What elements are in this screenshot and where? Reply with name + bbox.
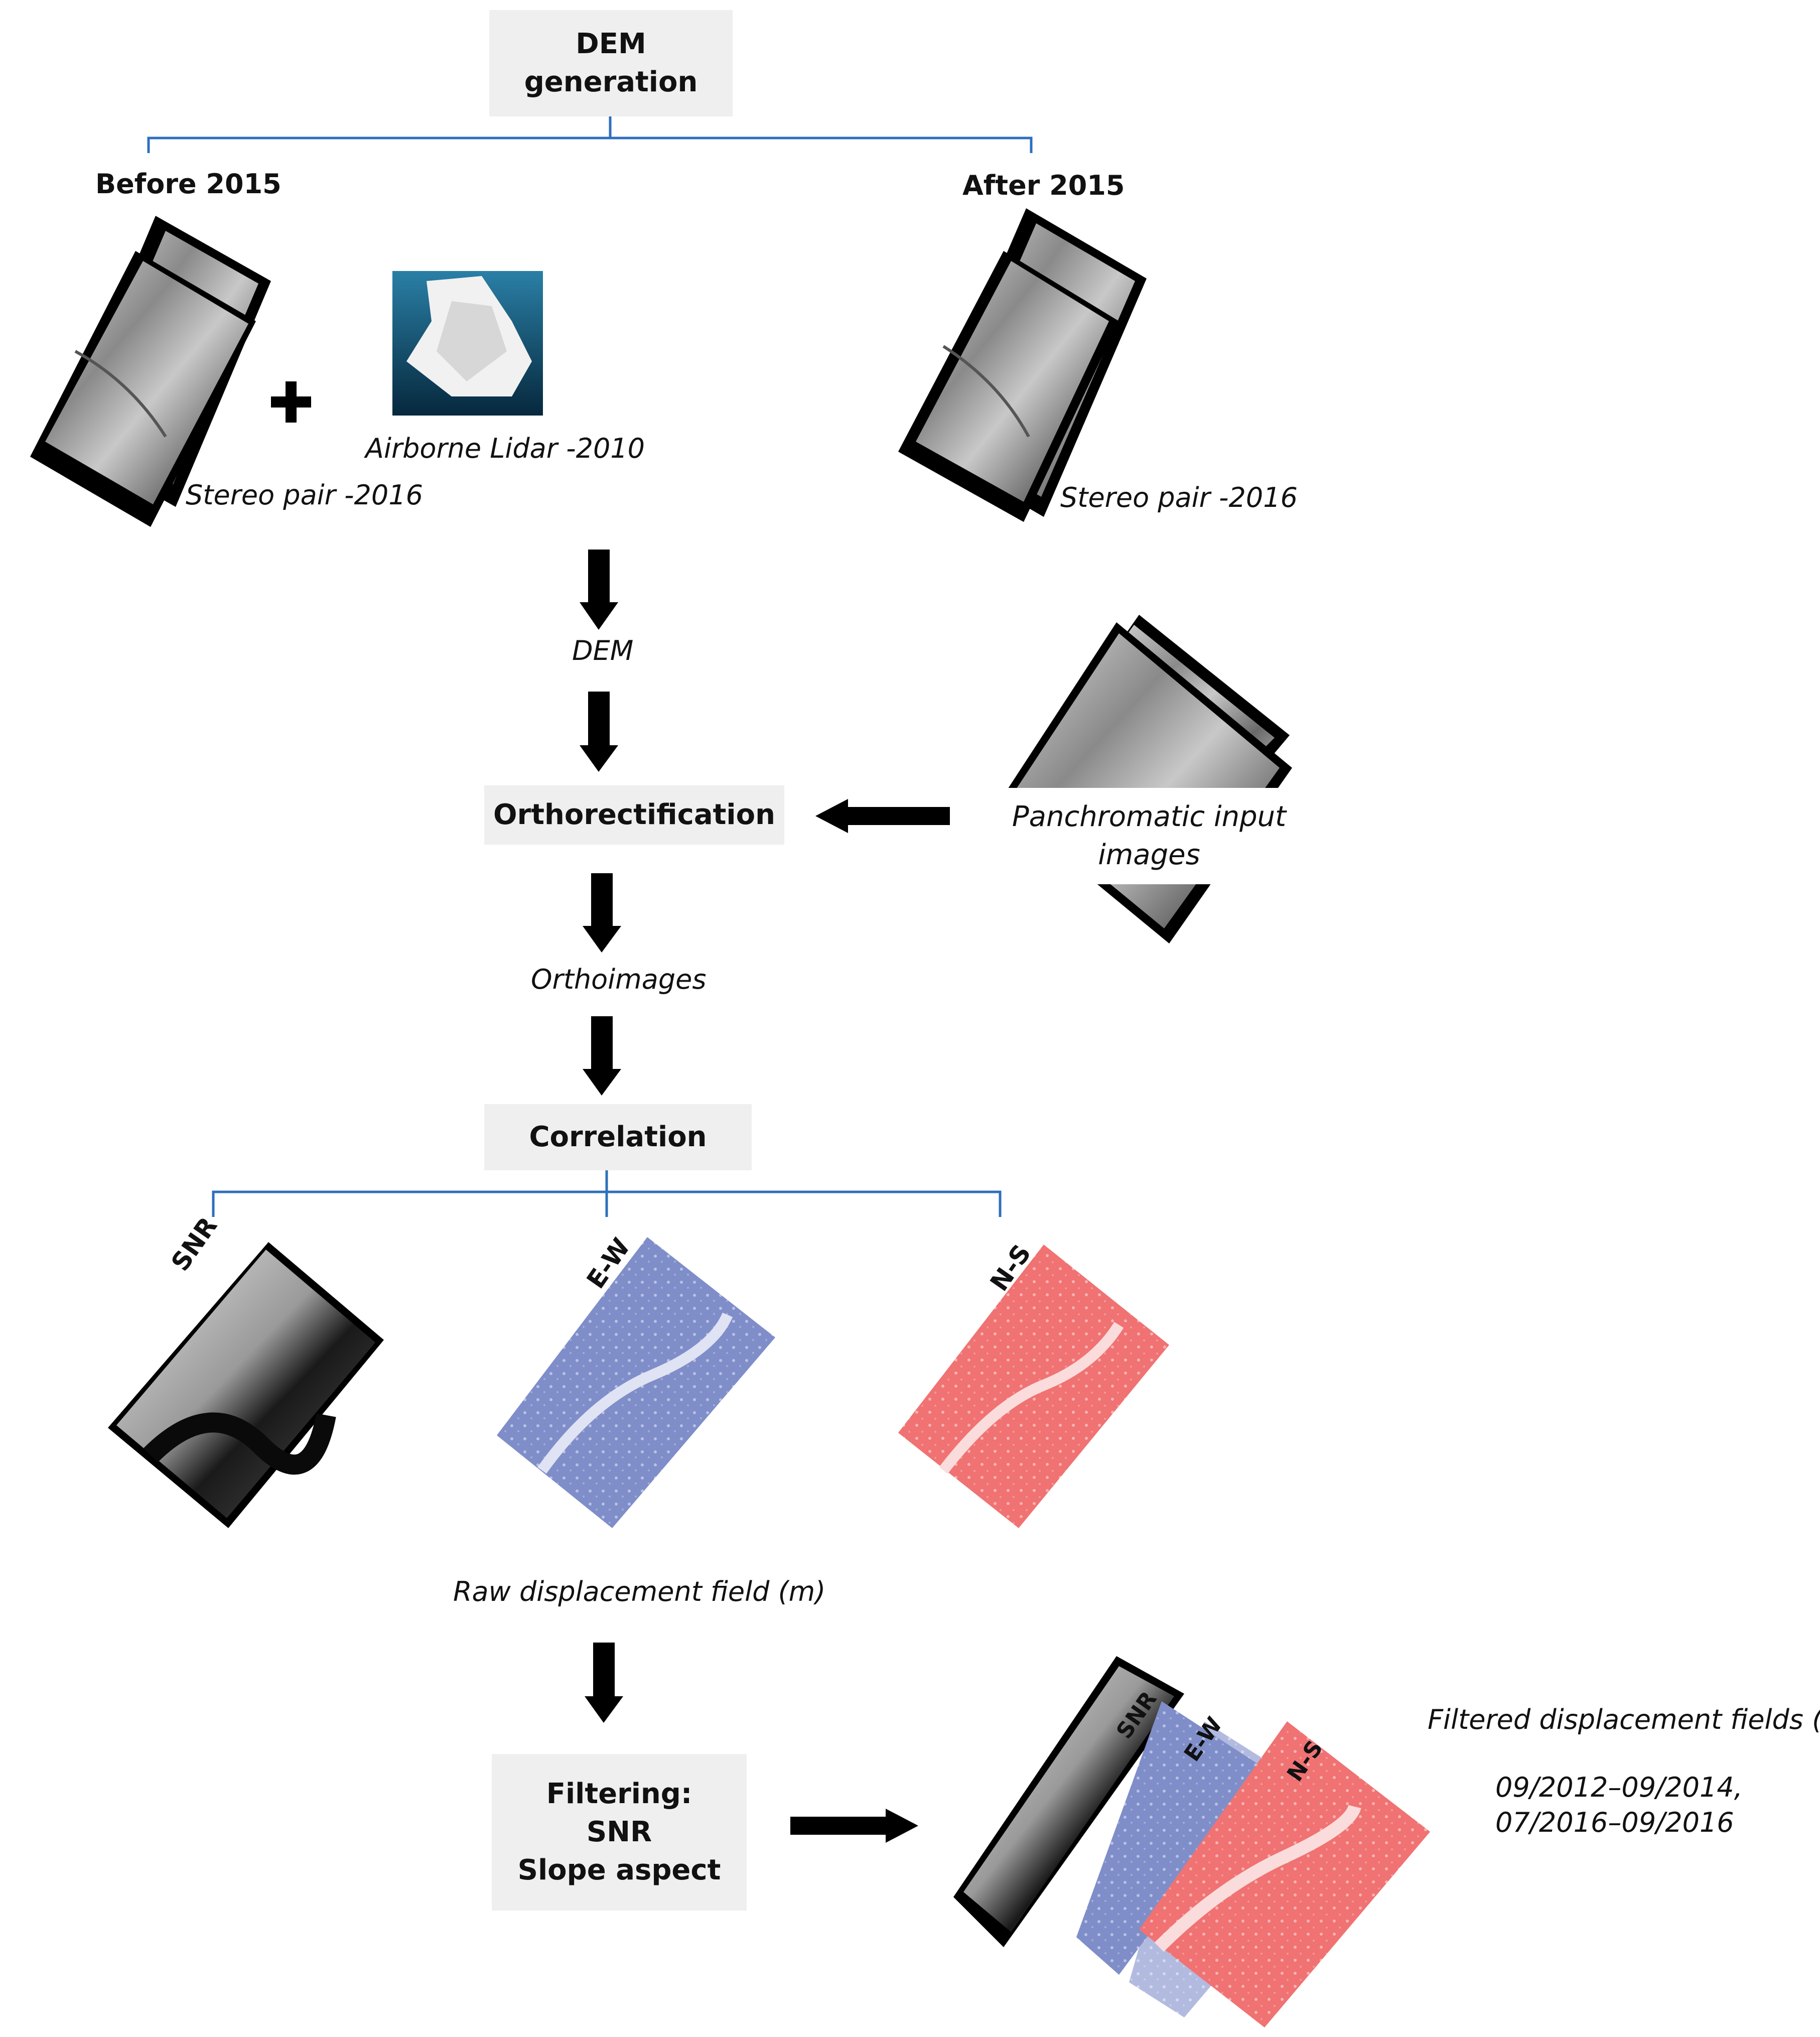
arrow-down-1 (580, 550, 618, 630)
raw-displacement-label: Raw displacement field (m) (453, 1576, 826, 1607)
plus-icon (271, 381, 311, 423)
filtering-line-2: SNR (586, 1816, 652, 1848)
stereo-pair-before-label: Stereo pair -2016 (186, 479, 423, 511)
after-2015-label: After 2015 (962, 170, 1125, 201)
snr-tile (108, 1242, 384, 1528)
arrow-right (790, 1809, 918, 1843)
before-2015-label: Before 2015 (95, 168, 282, 200)
correlation-label: Correlation (529, 1121, 707, 1153)
dem-generation-line-2: generation (524, 66, 698, 98)
dem-generation-box: DEM generation (489, 10, 733, 116)
ns-tile (898, 1245, 1169, 1528)
lidar-image (392, 271, 543, 416)
dem-label: DEM (572, 635, 634, 666)
stereo-pair-after-label: Stereo pair -2016 (1060, 482, 1298, 513)
stereo-pair-before-image (30, 216, 271, 527)
orthorectification-label: Orthorectification (493, 798, 775, 831)
arrow-down-2 (580, 692, 618, 772)
filtered-fields-title: Filtered displacement fields (m) : (1428, 1704, 1820, 1735)
dem-generation-line-1: DEM (576, 28, 646, 60)
filtering-box: Filtering: SNR Slope aspect (492, 1754, 747, 1911)
correlation-box: Correlation (484, 1104, 752, 1170)
filtered-stack-image (953, 1656, 1430, 2027)
panchromatic-label-line-2: images (1098, 839, 1200, 871)
panchromatic-label: Panchromatic input images (984, 788, 1315, 884)
top-bracket (147, 137, 1033, 153)
lidar-label: Airborne Lidar -2010 (365, 433, 645, 464)
panchromatic-label-line-1: Panchromatic input (1012, 800, 1287, 833)
arrow-down-5 (585, 1643, 623, 1723)
arrow-down-3 (583, 873, 621, 953)
filtered-period-2: 07/2016–09/2016 (1495, 1807, 1734, 1838)
arrow-down-4 (583, 1016, 621, 1096)
filtering-line-3: Slope aspect (517, 1854, 721, 1886)
arrow-left (815, 799, 950, 833)
orthoimages-label: Orthoimages (531, 964, 707, 995)
panchromatic-images (999, 615, 1292, 943)
filtering-line-1: Filtering: (546, 1778, 692, 1810)
ew-tile (497, 1237, 775, 1528)
orthorectification-box: Orthorectification (484, 785, 784, 845)
stereo-pair-after-image (898, 208, 1147, 522)
filtered-period-1: 09/2012–09/2014, (1495, 1772, 1743, 1803)
